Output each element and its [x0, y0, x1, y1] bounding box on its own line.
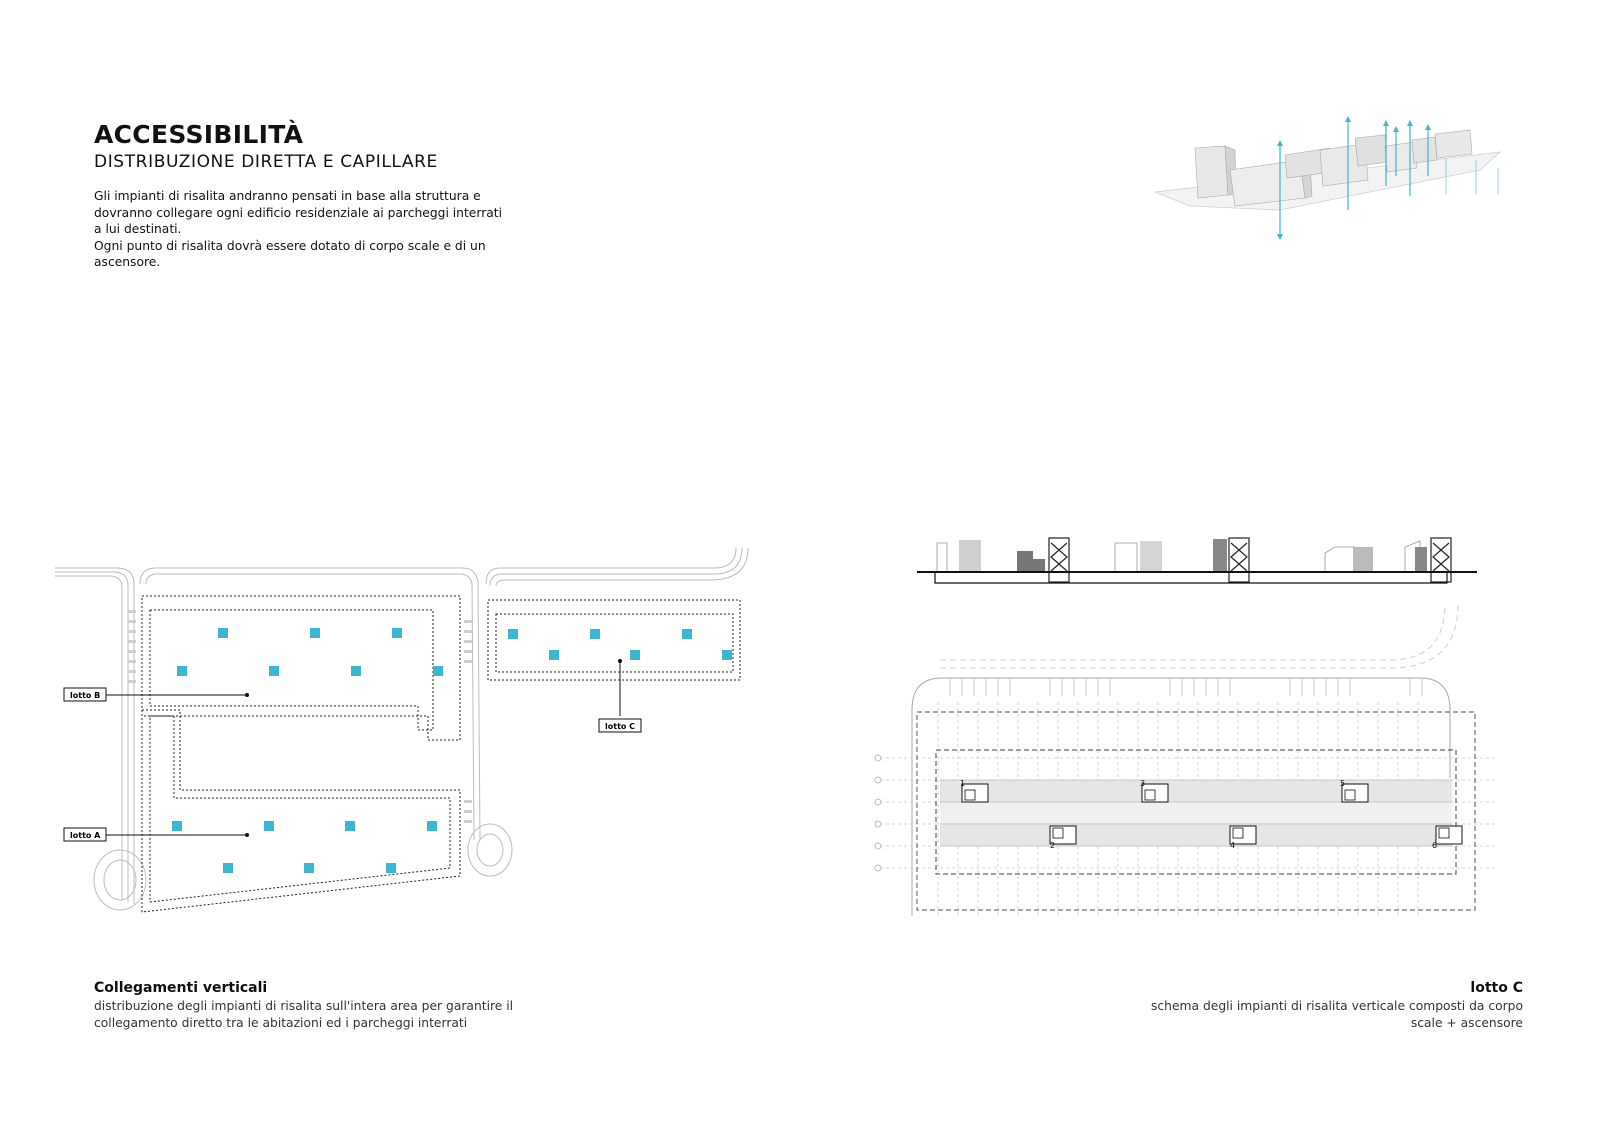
core-number: 5	[1340, 779, 1345, 788]
core-number: 1	[960, 779, 965, 788]
core-number: 4	[1230, 841, 1235, 850]
axonometric-diagram	[1154, 116, 1502, 240]
section-diagram	[917, 537, 1477, 584]
label-lotto-c: lotto C	[605, 722, 635, 731]
page-title: ACCESSIBILITÀ	[94, 120, 304, 149]
intro-text: Gli impianti di risalita andranno pensat…	[94, 188, 504, 271]
core-number: 3	[1140, 779, 1145, 788]
caption-title: Collegamenti verticali	[94, 980, 268, 996]
label-lotto-b: lotto B	[70, 691, 100, 700]
lot-c-caption: lotto C schema degli impianti di risalit…	[1123, 979, 1523, 1031]
caption-text: distribuzione degli impianti di risalita…	[94, 999, 514, 1030]
core-number: 6	[1432, 841, 1437, 850]
intro-paragraph: Gli impianti di risalita andranno pensat…	[94, 189, 503, 236]
site-plan-caption: Collegamenti verticali distribuzione deg…	[94, 979, 524, 1031]
lot-c-plan: 1 2 3 4 5 6	[874, 603, 1498, 916]
core-number: 2	[1050, 841, 1055, 850]
caption-title: lotto C	[1470, 980, 1523, 996]
label-lotto-a: lotto A	[70, 831, 101, 840]
caption-text: schema degli impianti di risalita vertic…	[1151, 999, 1523, 1030]
intro-paragraph: Ogni punto di risalita dovrà essere dota…	[94, 238, 486, 270]
page-subtitle: DISTRIBUZIONE DIRETTA E CAPILLARE	[94, 152, 438, 172]
site-plan: lotto B lotto A lotto C	[55, 547, 749, 913]
